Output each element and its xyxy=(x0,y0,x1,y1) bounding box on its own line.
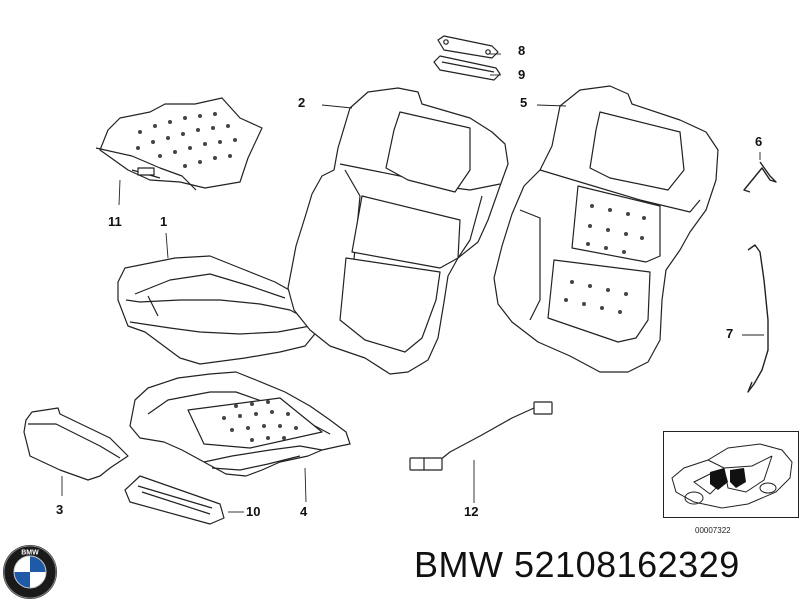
part-7-wire-spring xyxy=(747,244,769,393)
foam-perforations xyxy=(136,112,646,442)
callout-2: 2 xyxy=(298,95,306,110)
car-outline-icon xyxy=(671,443,793,509)
callout-3: 3 xyxy=(56,502,64,517)
part-8-plate xyxy=(437,35,499,59)
part-5-backrest-foam xyxy=(493,85,719,373)
callout-9: 9 xyxy=(518,67,526,82)
brand-name: BMW xyxy=(414,544,504,585)
inset-reference-code: 00007322 xyxy=(695,526,731,535)
part-title: BMW 52108162329 xyxy=(414,544,740,586)
logo-lettering: BMW xyxy=(21,550,39,557)
callout-4: 4 xyxy=(300,504,308,519)
part-10-connector-strip xyxy=(124,475,225,525)
callout-1: 1 xyxy=(160,214,168,229)
part-2-backrest-cover xyxy=(287,87,509,375)
part-6-clip xyxy=(743,161,777,193)
part-11-heating-mat xyxy=(95,97,263,191)
callout-8: 8 xyxy=(518,43,526,58)
part-4-seat-foam xyxy=(129,371,351,477)
bmw-logo-icon: BMW xyxy=(3,545,57,599)
leader-lines xyxy=(61,53,764,513)
callout-5: 5 xyxy=(520,95,528,110)
callout-10: 10 xyxy=(246,504,261,519)
part-12-cable xyxy=(409,401,553,471)
part-9-plate xyxy=(433,55,501,81)
callout-6: 6 xyxy=(755,134,763,149)
callout-11: 11 xyxy=(108,214,122,229)
vehicle-inset xyxy=(663,431,799,518)
callout-12: 12 xyxy=(464,504,479,519)
part-1-seat-cushion xyxy=(117,255,319,365)
part-3-side-panel xyxy=(23,407,129,481)
part-number: 52108162329 xyxy=(514,544,740,585)
callout-7: 7 xyxy=(726,326,734,341)
